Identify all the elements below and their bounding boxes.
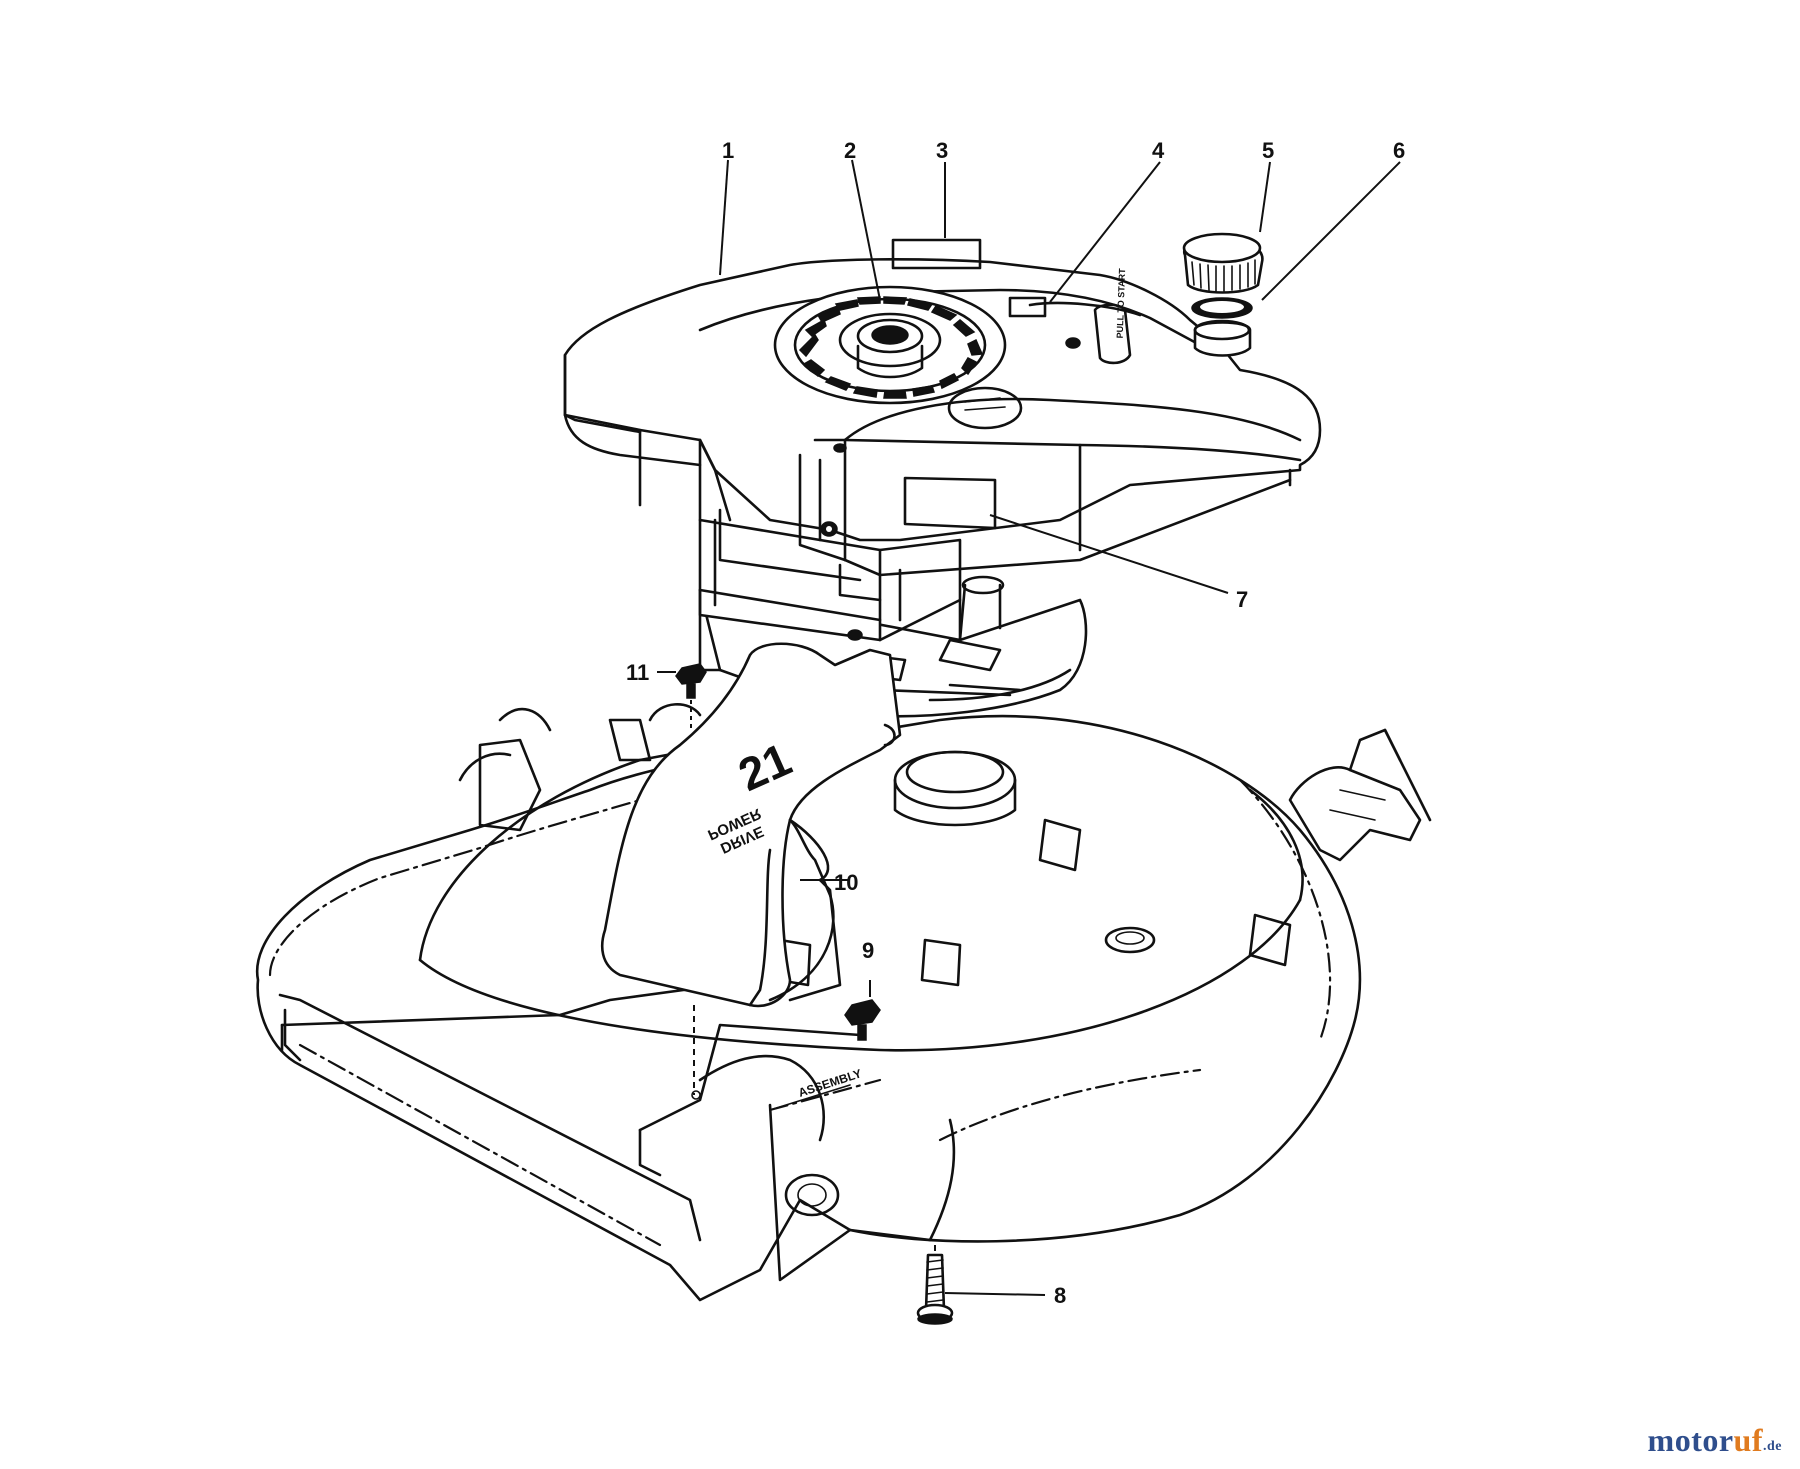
site-watermark: motoruf.de [1648,1422,1782,1459]
cap-knurls [1191,259,1256,292]
watermark-part3: .de [1763,1439,1782,1454]
callout-labels: 1 2 3 4 5 6 7 8 9 10 11 [626,138,1405,1308]
callout-1: 1 [722,138,734,163]
fuel-cap-assembly [1182,232,1264,357]
callout-8: 8 [1054,1283,1066,1308]
mower-deck: ASSEMBLY [255,703,1432,1302]
callout-7: 7 [1236,587,1248,612]
screw-part-11 [675,663,707,728]
engine-shroud: 21 POWER DRIVE [600,642,902,1008]
bolt-part-8 [916,1253,954,1325]
starter-fins [798,296,984,399]
callout-10: 10 [834,870,858,895]
callout-6: 6 [1393,138,1405,163]
callout-5: 5 [1262,138,1274,163]
callout-11: 11 [626,660,649,685]
leader-lines [657,159,1401,1296]
callout-3: 3 [936,138,948,163]
screw-part-9 [844,999,881,1041]
engine-housing: PULL TO START [563,238,1322,577]
callout-9: 9 [862,938,874,963]
watermark-part1: motor [1647,1422,1734,1458]
pull-to-start-label: PULL TO START [1115,268,1127,339]
callout-4: 4 [1152,138,1165,163]
recoil-starter [773,285,1007,405]
watermark-part2: uf [1733,1422,1763,1458]
callout-2: 2 [844,138,856,163]
